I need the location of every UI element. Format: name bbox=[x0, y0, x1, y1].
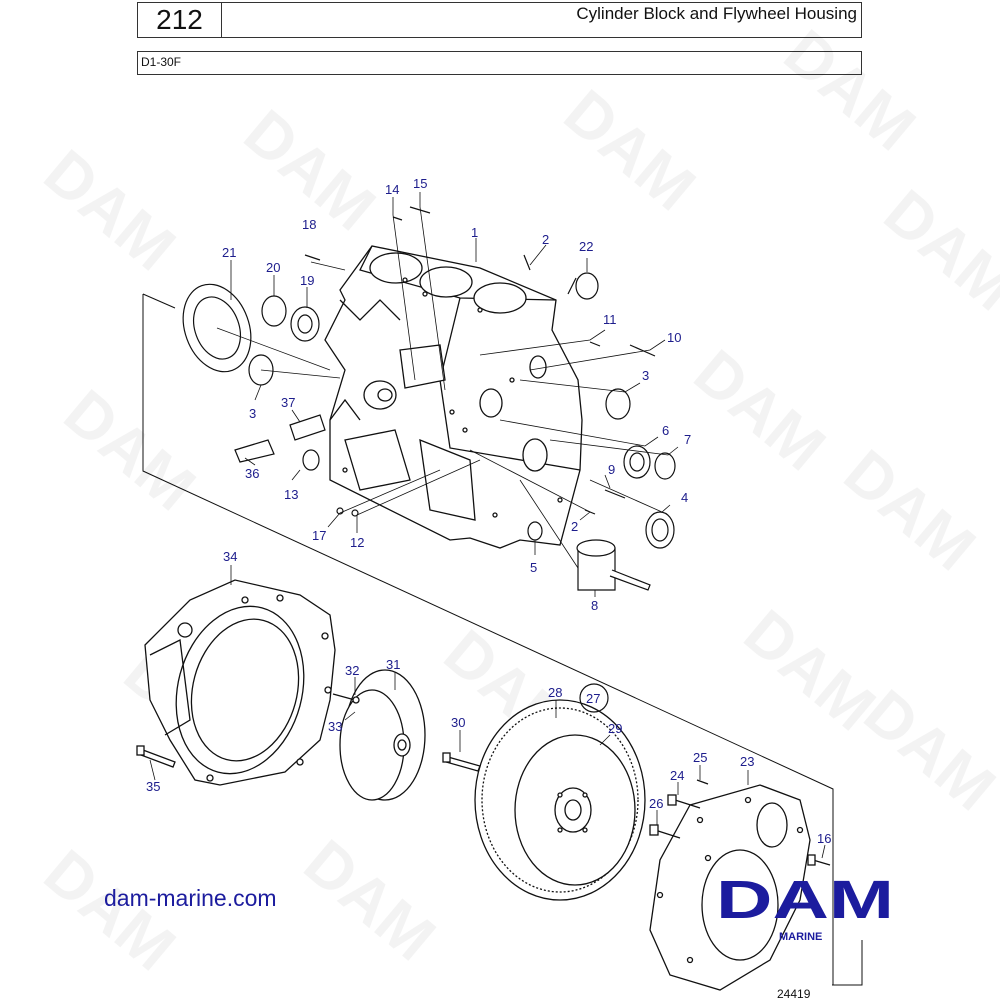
header-box: 212 Cylinder Block and Flywheel Housing bbox=[137, 2, 862, 38]
page-title: Cylinder Block and Flywheel Housing bbox=[576, 4, 857, 23]
logo-subtext: MARINE bbox=[779, 931, 822, 943]
callout-28: 28 bbox=[548, 685, 562, 700]
callout-30: 30 bbox=[451, 715, 465, 730]
callout-labels: 1 2 2 3 3 4 5 6 7 8 9 10 11 12 13 14 15 … bbox=[146, 176, 831, 846]
plug bbox=[302, 449, 320, 471]
callout-2: 2 bbox=[542, 232, 549, 247]
model-code: D1-30F bbox=[141, 55, 182, 69]
drawing-number: 24419 bbox=[777, 987, 811, 1001]
callout-11: 11 bbox=[603, 312, 617, 327]
callout-3: 3 bbox=[249, 406, 256, 421]
cover-plate bbox=[649, 779, 831, 991]
flywheel bbox=[442, 699, 646, 901]
watermark: DAM bbox=[831, 436, 989, 585]
callout-15: 15 bbox=[413, 176, 427, 191]
callout-26: 26 bbox=[649, 796, 663, 811]
callout-31: 31 bbox=[386, 657, 400, 672]
cylinder-block bbox=[324, 245, 583, 549]
callout-8: 8 bbox=[591, 598, 598, 613]
callout-23: 23 bbox=[740, 754, 754, 769]
logo-wordmark: DAM bbox=[716, 870, 894, 930]
callout-2: 2 bbox=[571, 519, 578, 534]
callout-5: 5 bbox=[530, 560, 537, 575]
plug bbox=[605, 388, 631, 420]
plug bbox=[527, 521, 543, 541]
watermark: DAM bbox=[31, 136, 189, 285]
watermark: DAM bbox=[551, 76, 709, 225]
callout-18: 18 bbox=[302, 217, 316, 232]
callout-25: 25 bbox=[693, 750, 707, 765]
callout-1: 1 bbox=[471, 225, 478, 240]
callout-29: 29 bbox=[608, 721, 622, 736]
ring bbox=[654, 452, 676, 480]
callout-32: 32 bbox=[345, 663, 359, 678]
callout-22: 22 bbox=[579, 239, 593, 254]
flex-coupling bbox=[332, 669, 426, 801]
callout-4: 4 bbox=[681, 490, 688, 505]
model-box: D1-30F bbox=[137, 51, 862, 75]
callout-21: 21 bbox=[222, 245, 236, 260]
callout-circle bbox=[579, 683, 609, 713]
page-number: 212 bbox=[138, 3, 222, 37]
bolt bbox=[140, 749, 176, 768]
callout-17: 17 bbox=[312, 528, 326, 543]
callout-24: 24 bbox=[670, 768, 684, 783]
sensor bbox=[234, 439, 275, 463]
callout-3: 3 bbox=[642, 368, 649, 383]
callout-14: 14 bbox=[385, 182, 399, 197]
callout-37: 37 bbox=[281, 395, 295, 410]
seal bbox=[261, 295, 287, 327]
callout-10: 10 bbox=[667, 330, 681, 345]
callout-13: 13 bbox=[284, 487, 298, 502]
watermark: DAM bbox=[681, 336, 839, 485]
callout-16: 16 bbox=[817, 831, 831, 846]
flywheel-housing bbox=[136, 579, 336, 786]
callout-19: 19 bbox=[300, 273, 314, 288]
website-link[interactable]: dam-marine.com bbox=[104, 885, 277, 911]
callout-20: 20 bbox=[266, 260, 280, 275]
plug bbox=[575, 272, 599, 300]
callout-27: 27 bbox=[586, 691, 600, 706]
bolt bbox=[445, 756, 481, 772]
fitting bbox=[289, 414, 326, 441]
callout-9: 9 bbox=[608, 462, 615, 477]
callout-35: 35 bbox=[146, 779, 160, 794]
watermark: DAM bbox=[871, 176, 1000, 325]
watermark: DAM bbox=[51, 376, 209, 525]
callout-7: 7 bbox=[684, 432, 691, 447]
callout-34: 34 bbox=[223, 549, 237, 564]
callout-33: 33 bbox=[328, 719, 342, 734]
block-small-parts bbox=[182, 206, 676, 591]
leader-lines-bottom bbox=[149, 565, 826, 859]
watermark: DAM bbox=[291, 826, 449, 975]
callout-36: 36 bbox=[245, 466, 259, 481]
callout-6: 6 bbox=[662, 423, 669, 438]
callout-12: 12 bbox=[350, 535, 364, 550]
watermark: DAM bbox=[771, 16, 929, 165]
dam-marine-logo: DAM MARINE bbox=[716, 870, 894, 943]
leader-lines-top bbox=[216, 192, 679, 597]
assembly-frame bbox=[142, 293, 863, 986]
